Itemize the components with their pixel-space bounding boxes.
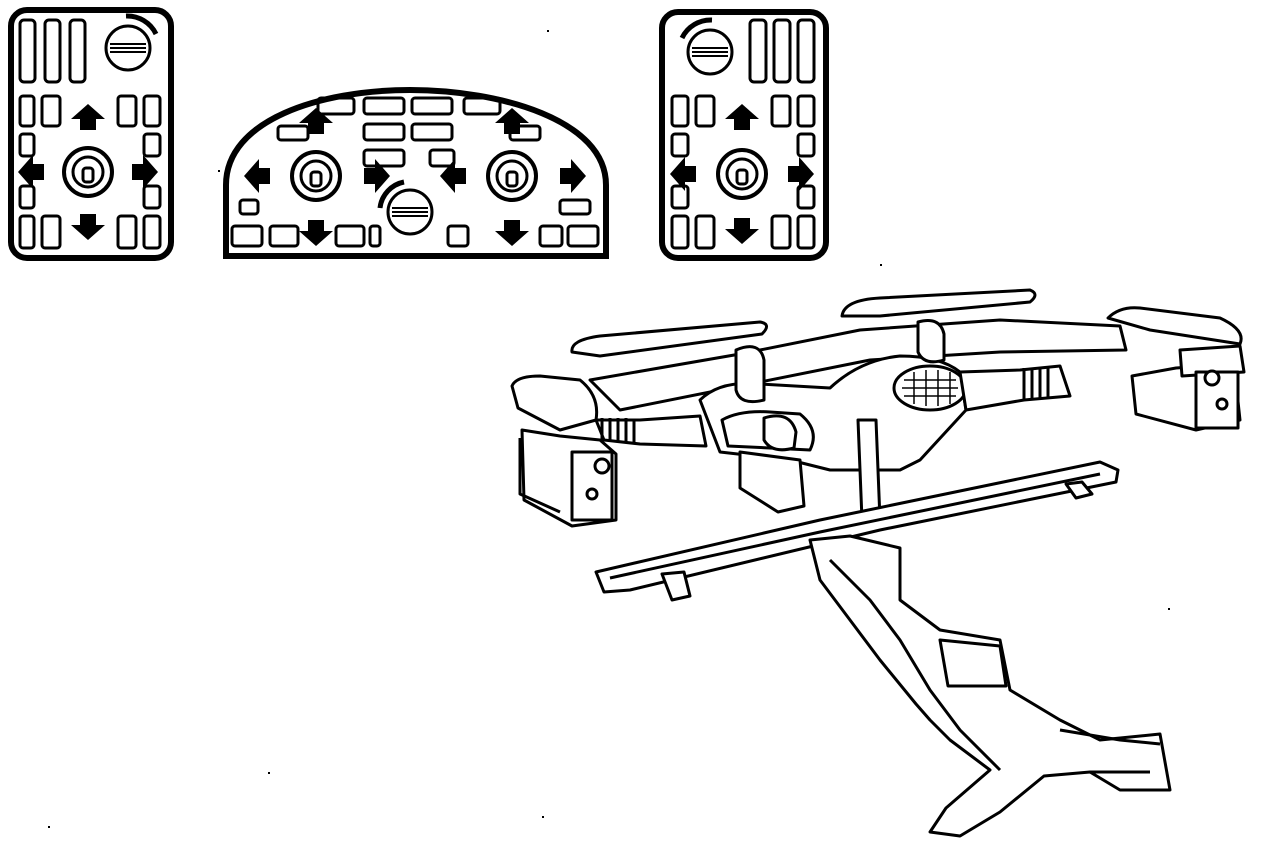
adjust-knob-icon	[377, 179, 434, 236]
vent-grille	[670, 18, 816, 250]
vent-grille	[18, 18, 162, 250]
right-vent-panel	[659, 9, 829, 261]
adjust-knob-icon	[679, 17, 734, 76]
center-vent-panel	[223, 86, 609, 259]
duct-assembly-icon	[510, 288, 1246, 838]
adjust-knob-icon	[104, 13, 159, 72]
left-vent-panel	[8, 7, 174, 261]
